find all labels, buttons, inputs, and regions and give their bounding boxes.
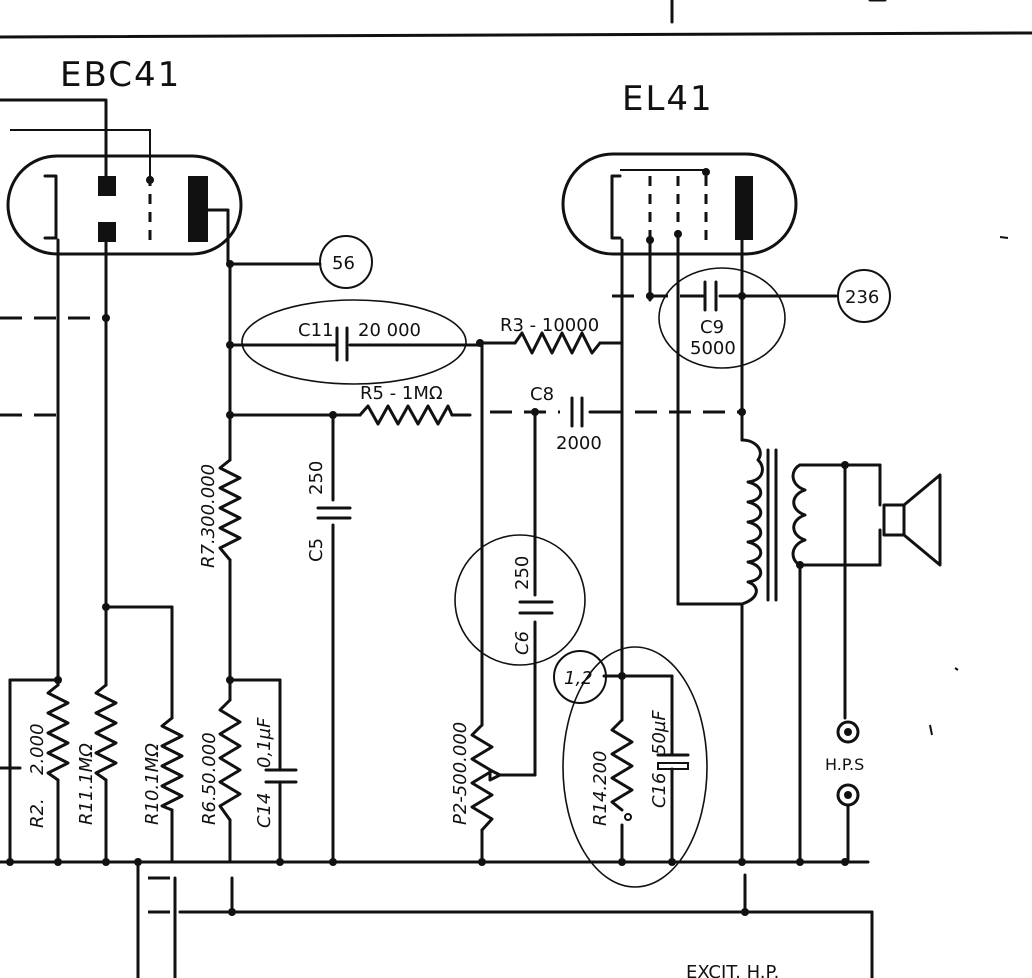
c5-ref: C5 [306,538,327,562]
tp236-label: 236 [845,287,879,308]
p2-label: P2-500.000 [450,722,471,825]
output-transformer [740,438,807,606]
test-point-236 [837,269,891,323]
r10-label: R10.1MΩ [142,743,163,825]
c9-ref: C9 [700,317,724,338]
resistor-r7 [218,458,242,562]
resistor-r5 [358,404,454,426]
capacitor-c8 [570,396,584,428]
c11-value: 20 000 [358,320,421,341]
r3-label: R3 - 10000 [500,315,599,336]
test-point-56 [319,235,373,289]
r6-label: R6.50.000 [199,732,220,825]
c9-value: 5000 [690,338,736,359]
capacitor-c5 [316,506,352,520]
r5-label: R5 - 1MΩ [360,383,443,404]
resistor-r3 [513,331,602,355]
capacitor-c16 [656,753,690,864]
tube-el41-label: EL41 [622,79,714,119]
c8-ref: C8 [530,384,554,405]
excit-label: EXCIT. H.P. [686,962,779,978]
c5-value: 250 [306,461,327,495]
tube-el41 [561,152,798,256]
resistor-r2 [46,683,70,782]
c16-ref: C16 [649,773,670,808]
hps-label: H.P.S [825,755,864,774]
r2-value: 2.000 [27,723,48,775]
c11-ref: C11 [298,320,333,341]
capacitor-c9 [658,267,786,369]
wiring [0,238,882,978]
c14-value: 0,1µF [254,717,275,768]
top-border [0,0,1032,39]
c16-value: 50µF [649,710,670,755]
tp12-label: 1,2 [564,668,593,689]
c6-ref: C6 [512,631,533,655]
r2-ref: R2. [27,798,48,828]
capacitor-c14 [264,768,298,784]
test-point-12 [553,650,607,704]
c8-value: 2000 [556,433,602,454]
r14-label: R14.200 [590,751,611,827]
resistor-r10 [160,716,184,812]
resistor-r14 [562,646,708,888]
potentiometer-p2 [470,723,502,832]
r7-label: R7.300.000 [198,464,219,568]
resistor-r6 [218,698,242,822]
speaker-icon [882,473,942,567]
hps-connector [836,720,860,864]
r11-label: R11.1MΩ [76,743,97,825]
resistor-r11 [94,683,118,782]
capacitor-c11 [241,299,467,385]
c14-ref: C14 [254,793,275,828]
capacitor-c6 [454,534,586,666]
tube-ebc41 [0,98,243,266]
tube-ebc41-label: EBC41 [60,55,181,95]
c6-value: 250 [512,556,533,590]
tp56-label: 56 [332,253,355,274]
